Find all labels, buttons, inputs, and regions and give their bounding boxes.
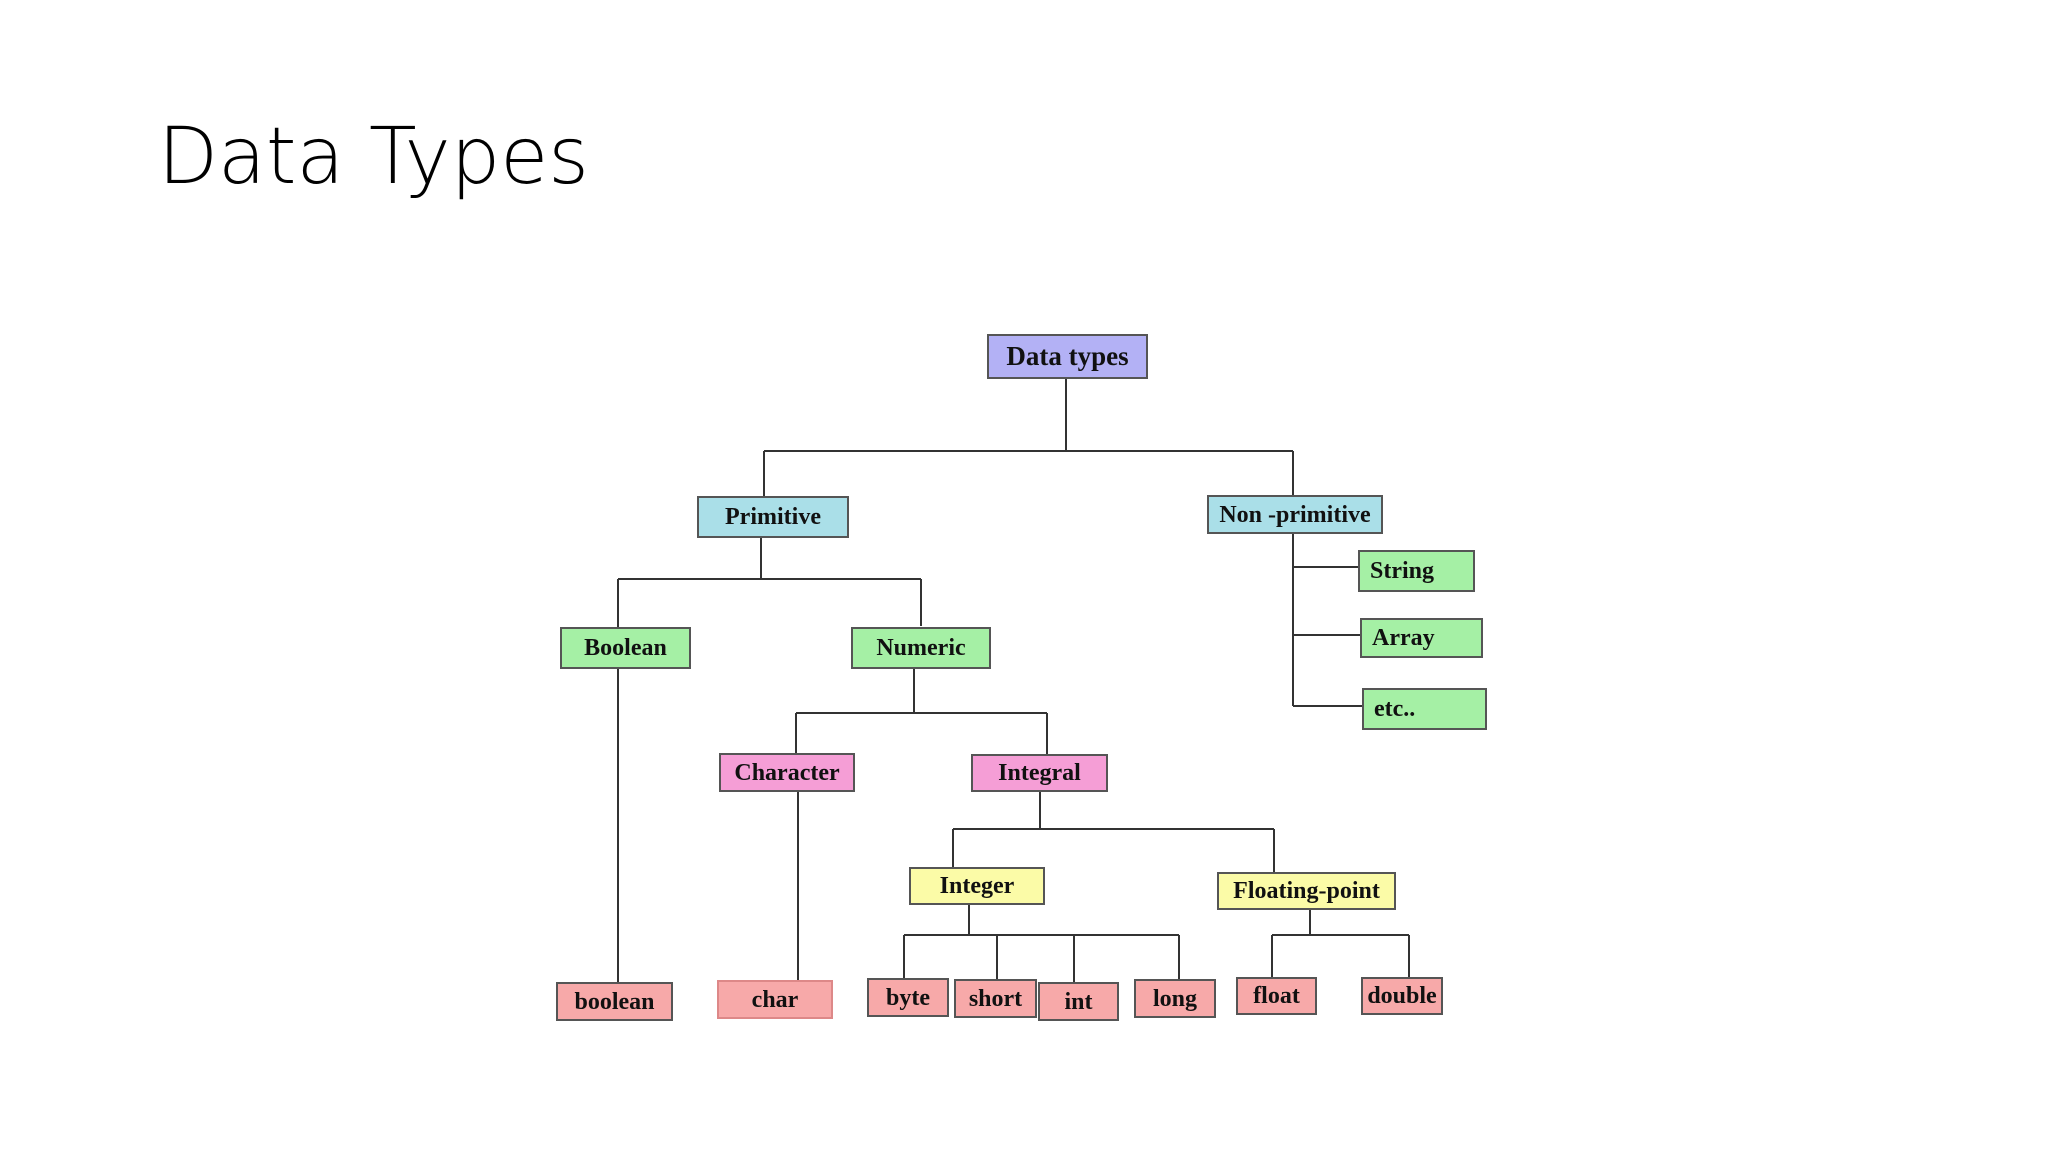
node-array: Array bbox=[1360, 618, 1483, 658]
node-numeric: Numeric bbox=[851, 627, 991, 669]
node-data-types: Data types bbox=[987, 334, 1148, 379]
leaf-long: long bbox=[1134, 979, 1216, 1018]
node-boolean-group: Boolean bbox=[560, 627, 691, 669]
node-non-primitive: Non -primitive bbox=[1207, 495, 1383, 534]
node-integral: Integral bbox=[971, 754, 1108, 792]
leaf-char: char bbox=[717, 980, 833, 1019]
node-character: Character bbox=[719, 753, 855, 792]
node-primitive: Primitive bbox=[697, 496, 849, 538]
leaf-float: float bbox=[1236, 977, 1317, 1015]
node-etc: etc.. bbox=[1362, 688, 1487, 730]
leaf-boolean: boolean bbox=[556, 982, 673, 1021]
leaf-byte: byte bbox=[867, 978, 949, 1017]
leaf-double: double bbox=[1361, 977, 1443, 1015]
node-floating-point: Floating-point bbox=[1217, 872, 1396, 910]
node-string: String bbox=[1358, 550, 1475, 592]
leaf-int: int bbox=[1038, 982, 1119, 1021]
node-integer: Integer bbox=[909, 867, 1045, 905]
slide-title: Data Types bbox=[158, 112, 589, 202]
leaf-short: short bbox=[954, 979, 1037, 1018]
